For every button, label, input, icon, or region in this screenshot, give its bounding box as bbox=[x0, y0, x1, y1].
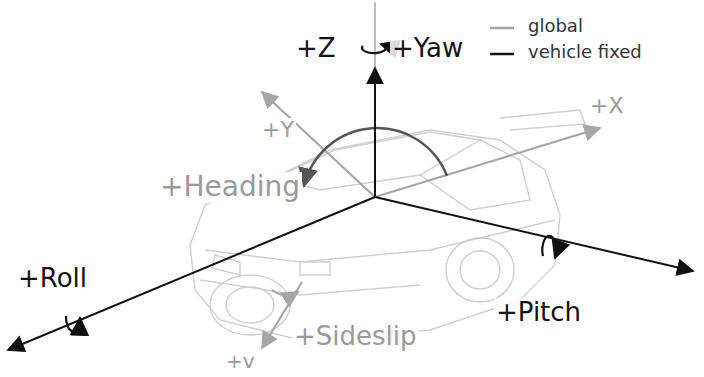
car-sketch bbox=[190, 110, 585, 340]
axis-label: +Sideslip bbox=[292, 322, 419, 351]
axis-label: +Roll bbox=[16, 264, 89, 293]
axis-label: +Pitch bbox=[494, 298, 583, 327]
legend-line-sample bbox=[490, 53, 514, 56]
axis-label: +Y bbox=[260, 118, 296, 142]
legend-text: vehicle fixed bbox=[526, 42, 644, 62]
legend-text: global bbox=[526, 16, 585, 36]
axis-label: +Heading bbox=[158, 172, 302, 203]
axis-label: +Z bbox=[294, 34, 338, 63]
vehicle-axes bbox=[8, 44, 693, 350]
axis-label: +X bbox=[588, 94, 626, 118]
axis-label: +v bbox=[224, 350, 257, 372]
axis-label: +Yaw bbox=[390, 34, 465, 63]
legend-line-sample bbox=[490, 27, 514, 30]
